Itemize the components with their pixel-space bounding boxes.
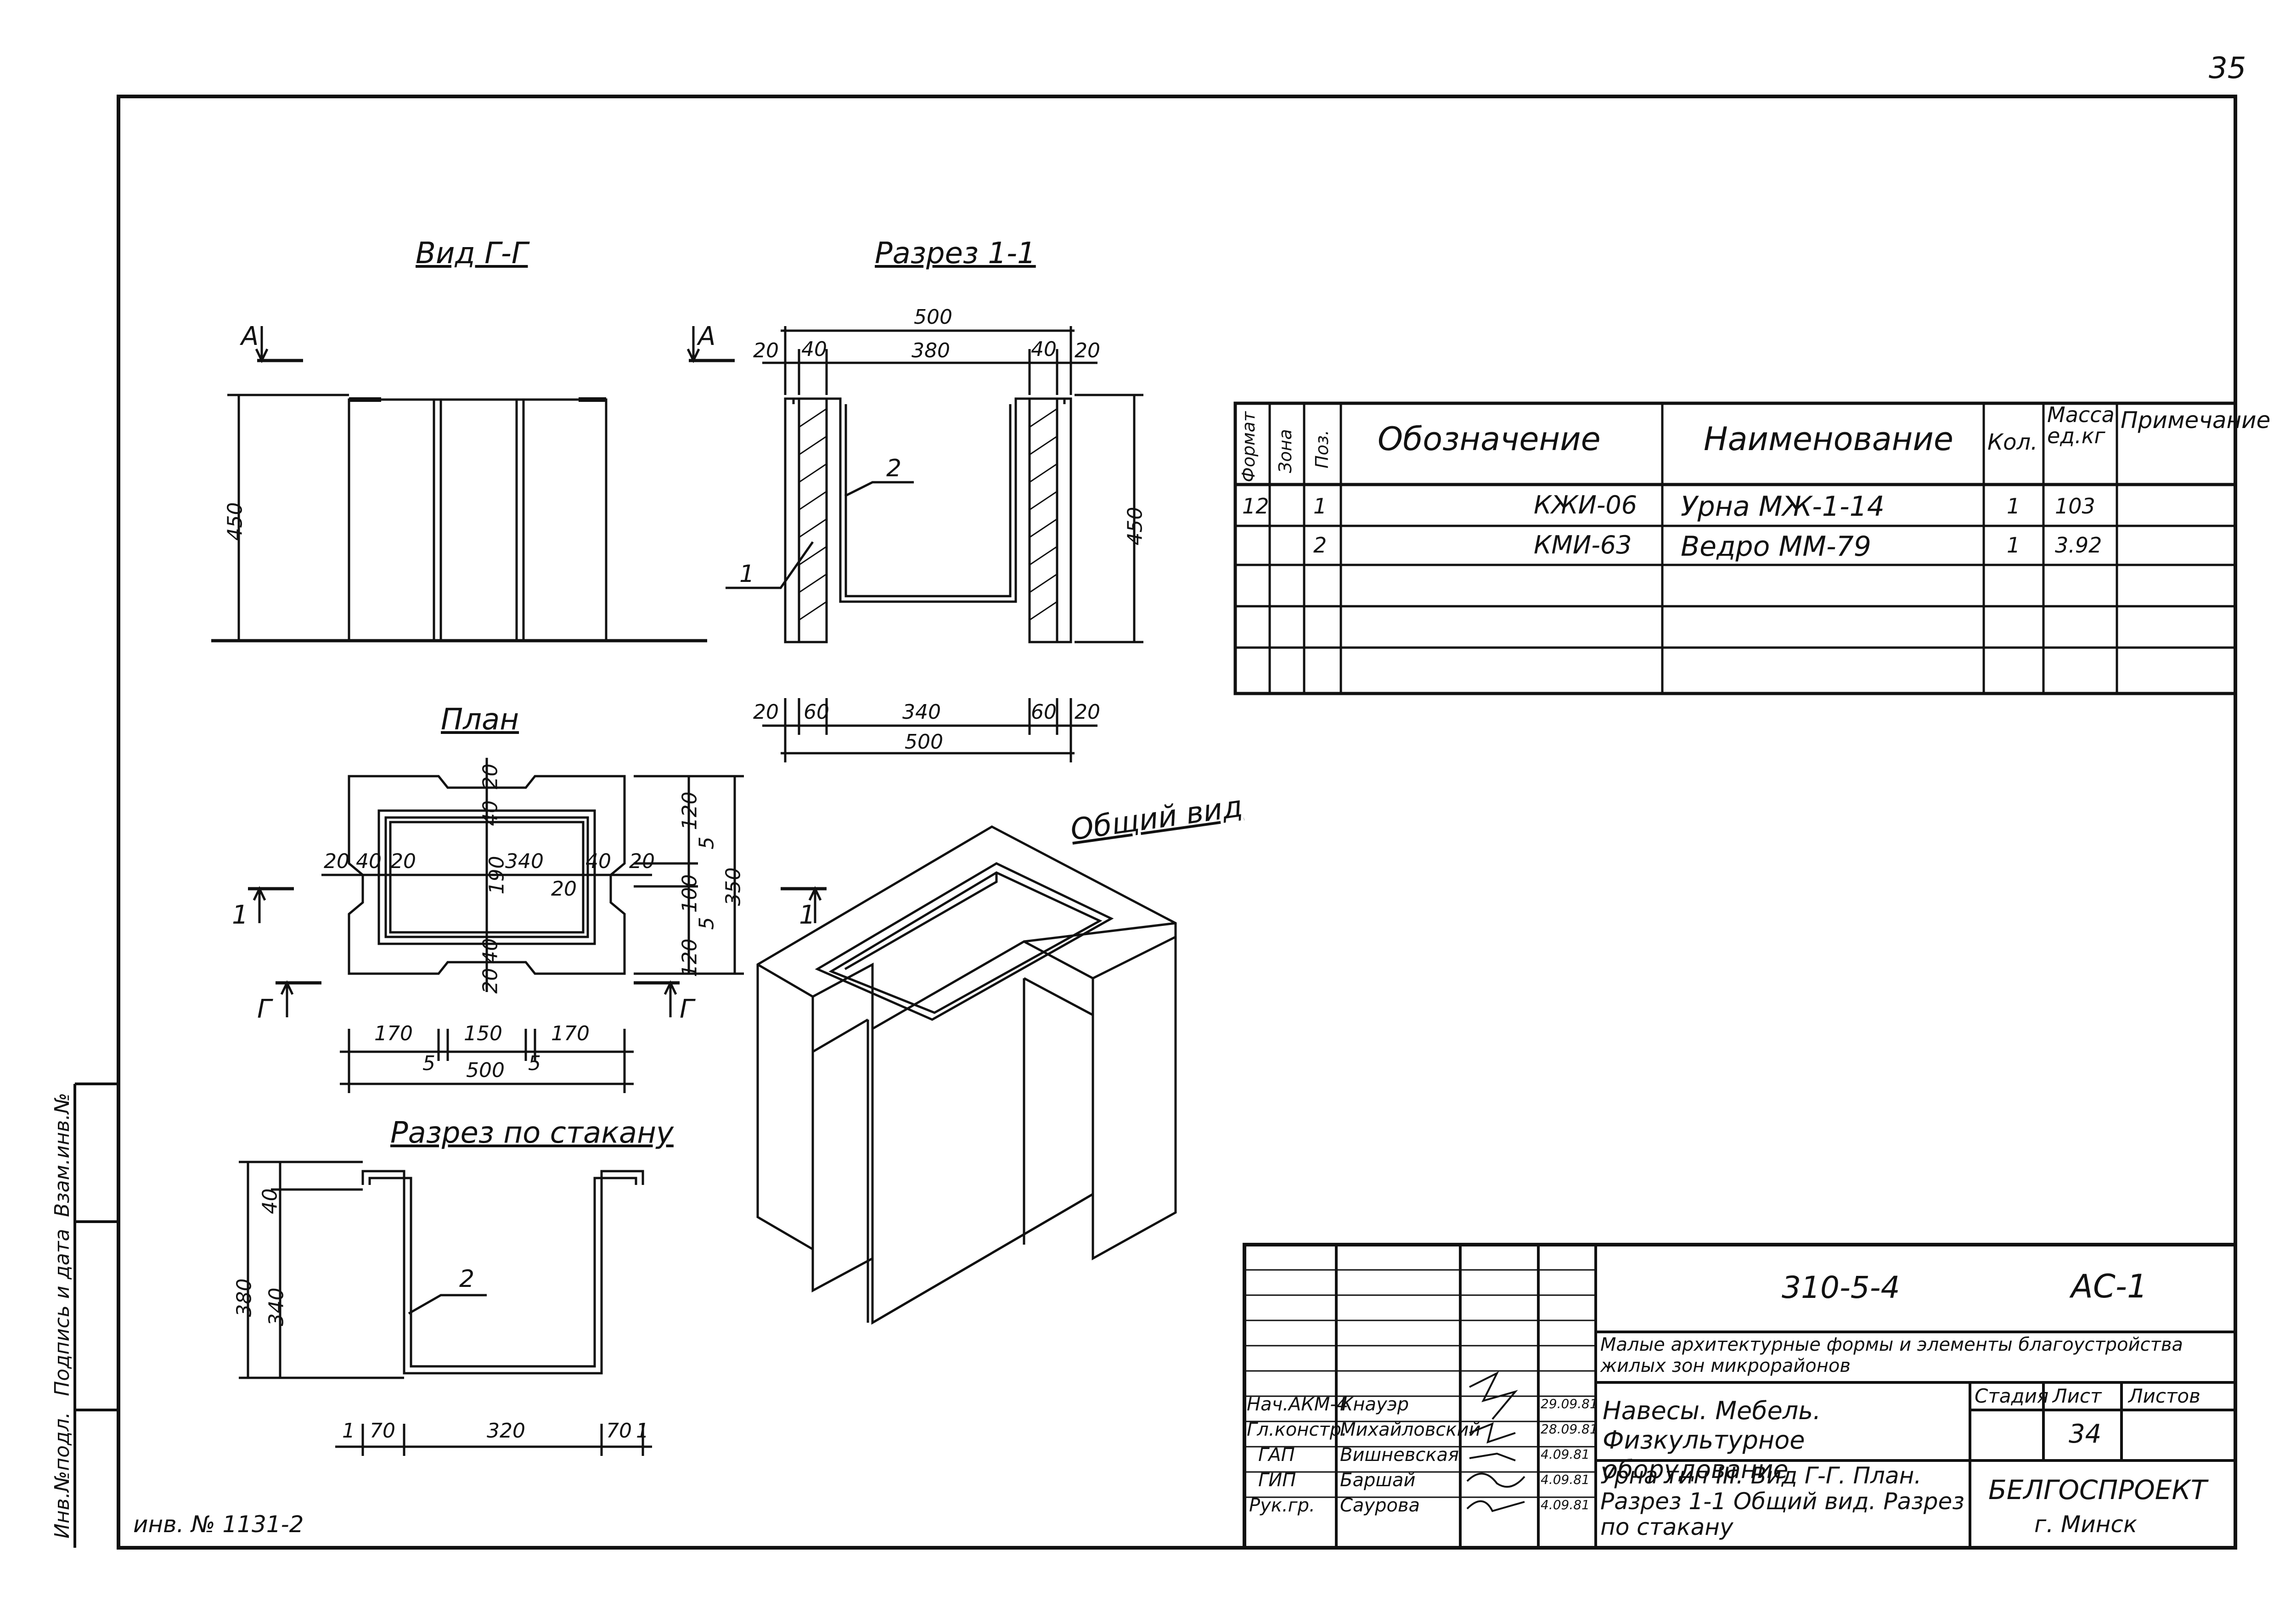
signer-1-name: Кнауэр (1340, 1394, 1409, 1415)
signer-2-role: Гл.констр. (1247, 1419, 1347, 1440)
title-plan: План (441, 703, 519, 737)
spec-row1-designation: КЖИ-06 (1534, 491, 1638, 519)
dim-glass-70-right: 70 (606, 1419, 632, 1443)
title-block-org: БЕЛГОСПРОЕКТ (1988, 1474, 2207, 1506)
spec-table-grid (1233, 401, 2237, 695)
spec-header-mass: Масса ед.кг (2047, 402, 2115, 448)
dim-20-bottom-right: 20 (1075, 700, 1100, 724)
general-view-drawing (756, 825, 1177, 1325)
signer-5-name: Саурова (1340, 1495, 1420, 1516)
dim-glass-1-right: 1 (636, 1419, 649, 1443)
title-block-drawing-title: Урна тип III. Вид Г-Г. План. Разрез 1-1 … (1600, 1462, 1964, 1540)
spec-row1-mass: 103 (2055, 494, 2095, 519)
title-section-11: Разрез 1-1 (875, 237, 1036, 271)
dim-60-bottom-right: 60 (1031, 700, 1057, 724)
spec-row2-qty: 1 (2007, 533, 2020, 558)
dim-20-top-left: 20 (753, 339, 779, 362)
signer-2-date: 28.09.81 (1541, 1421, 1598, 1437)
dim-plan-20-right-inner: 20 (551, 877, 577, 901)
section-11-drawing (726, 326, 1143, 762)
leader-position-2: 2 (886, 455, 902, 482)
title-block-code: 310-5-4 (1782, 1270, 1900, 1305)
title-glass-section: Разрез по стакану (390, 1116, 674, 1150)
dim-glass-320: 320 (487, 1419, 525, 1443)
marker-g-right: Г (680, 994, 694, 1024)
marker-g-left: Г (257, 994, 272, 1024)
marker-1-left: 1 (232, 900, 248, 930)
title-block-sheet-code: АС-1 (2071, 1268, 2148, 1305)
dim-plan-170-left: 170 (374, 1022, 413, 1045)
dim-glass-1-left: 1 (342, 1419, 355, 1443)
dim-plan-40-left: 40 (356, 850, 382, 873)
spec-row2-designation: КМИ-63 (1534, 530, 1632, 559)
dim-500-top: 500 (914, 305, 952, 329)
marker-a-left: А (241, 321, 259, 351)
signer-5-date: 4.09.81 (1541, 1497, 1590, 1512)
page-number: 35 (2209, 51, 2246, 85)
spec-row2-mass: 3.92 (2055, 533, 2102, 558)
title-block-sheets-label: Листов (2128, 1385, 2200, 1407)
dim-glass-70-left: 70 (370, 1419, 395, 1443)
dim-plan-20-left: 20 (324, 850, 349, 873)
signer-3-role: ГАП (1258, 1444, 1295, 1466)
title-block-grid (1243, 1243, 2237, 1550)
signer-5-role: Рук.гр. (1249, 1495, 1315, 1516)
signer-4-role: ГИП (1258, 1470, 1296, 1491)
dim-plan-500: 500 (466, 1059, 505, 1082)
dim-plan-150: 150 (464, 1022, 502, 1045)
signer-4-date: 4.09.81 (1541, 1472, 1590, 1487)
dim-20-top-right: 20 (1075, 339, 1100, 362)
spec-header-name: Наименование (1704, 420, 1953, 458)
dim-40-top-right: 40 (1031, 338, 1057, 361)
spec-header-qty: Кол. (1987, 429, 2038, 455)
dim-60-bottom-left: 60 (804, 700, 829, 724)
dim-plan-40-right: 40 (585, 850, 611, 873)
title-block-stage-label: Стадия (1975, 1385, 2049, 1407)
dim-40-top-left: 40 (801, 338, 827, 361)
spec-row1-name: Урна МЖ-1-14 (1681, 491, 1885, 523)
dim-340-bottom: 340 (902, 700, 941, 724)
leader-position-1: 1 (739, 560, 755, 588)
view-gg-drawing (211, 326, 735, 643)
marker-a-right: А (698, 321, 716, 351)
signer-3-date: 4.09.81 (1541, 1447, 1590, 1462)
title-block-sheet-label: Лист (2053, 1385, 2102, 1407)
marker-1-right: 1 (799, 900, 816, 930)
spec-row1-qty: 1 (2007, 494, 2020, 519)
title-block-city: г. Минск (2034, 1511, 2138, 1538)
leader-glass-position-2: 2 (459, 1265, 475, 1293)
signer-2-name: Михайловский (1340, 1419, 1481, 1440)
dim-20-bottom-left: 20 (753, 700, 779, 724)
title-block-sheet-number: 34 (2069, 1419, 2102, 1449)
dim-500-bottom: 500 (905, 730, 943, 754)
spec-row1-format: 12 (1242, 494, 1269, 519)
dim-plan-5-left: 5 (422, 1052, 435, 1075)
signer-1-date: 29.09.81 (1541, 1396, 1598, 1411)
dim-plan-5-right: 5 (528, 1052, 541, 1075)
title-block-section: Навесы. Мебель. Физкультурное оборудован… (1603, 1396, 1821, 1484)
sheet-frame (117, 95, 2237, 1550)
title-block-project: Малые архитектурные формы и элементы бла… (1600, 1334, 2183, 1376)
signer-3-name: Вишневская (1340, 1444, 1459, 1466)
inventory-number: инв. № 1131-2 (133, 1511, 304, 1538)
dim-plan-340: 340 (505, 850, 544, 873)
signer-4-name: Баршай (1340, 1470, 1416, 1491)
title-view-gg: Вид Г-Г (416, 237, 528, 271)
spec-header-designation: Обозначение (1378, 420, 1601, 458)
dim-plan-170-right: 170 (551, 1022, 590, 1045)
glass-section-drawing (239, 1161, 652, 1456)
dim-plan-20-right: 20 (629, 850, 655, 873)
dim-380-top: 380 (912, 339, 950, 362)
signer-1-role: Нач.АКМ-4 (1247, 1394, 1349, 1415)
spec-row1-pos: 1 (1313, 494, 1327, 519)
dim-plan-20-inner: 20 (390, 850, 416, 873)
spec-row2-name: Ведро ММ-79 (1681, 530, 1871, 563)
plan-drawing (248, 758, 827, 1093)
spec-row2-pos: 2 (1313, 533, 1327, 558)
